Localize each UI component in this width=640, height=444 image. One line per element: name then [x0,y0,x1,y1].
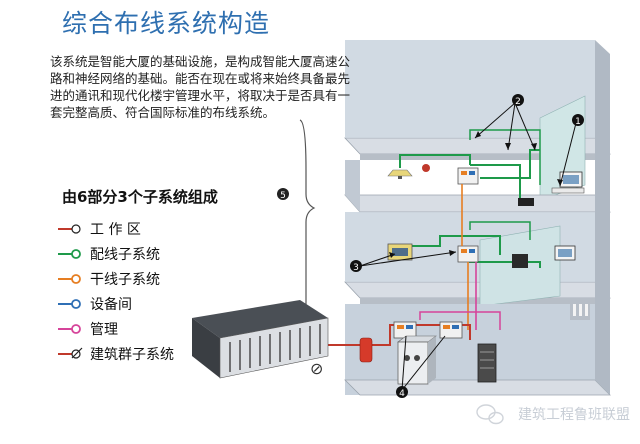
wechat-icon [477,405,503,424]
callout-3-label: 3 [353,263,359,273]
legend-item-administration: 管理 [84,318,118,340]
ceiling-lamp [388,170,412,179]
phone-top [518,198,534,206]
campus-entry-cylinder [360,338,372,362]
patch-panel-top [458,168,478,184]
red-sensor [422,164,430,172]
ground-connector-icon: ⊘ [310,359,323,378]
legend-item-equipment-room: 设备间 [84,293,132,315]
patch-panel-middle [458,246,478,262]
callout-5-label: 5 [280,191,286,201]
floor-slab-upper [345,195,610,212]
legend-label: 管理 [90,319,118,339]
legend-item-work-area: 工 作 区 [84,218,141,240]
floor-slab-middle [345,282,610,298]
legend-item-horizontal: 配线子系统 [84,243,160,265]
legend-item-campus: 建筑群子系统 [84,343,174,365]
legend-label: 工 作 区 [90,219,141,239]
callout-1-label: 1 [575,117,581,127]
campus-building [192,300,328,378]
floor-slab-ground [345,380,610,395]
server-cabinet [398,336,436,384]
intro-paragraph: 该系统是智能大厦的基础设施，是构成智能大厦高速公路和神经网络的基础。能否在现在或… [50,53,350,121]
legend-label: 干线子系统 [90,269,160,289]
equipment-box-middle [388,244,412,260]
legend-label: 设备间 [90,294,132,314]
equipment-rack [478,344,496,382]
watermark: 建筑工程鲁班联盟 [518,404,630,424]
page-title: 综合布线系统构造 [62,4,270,40]
legend-label: 建筑群子系统 [90,344,174,364]
legend-item-backbone: 干线子系统 [84,268,160,290]
legend-label: 配线子系统 [90,244,160,264]
legend-markers [58,225,82,358]
callout-4-label: 4 [399,389,405,399]
callout-2-label: 2 [515,97,521,107]
subsystem-heading: 由6部分3个子系统组成 [62,186,218,207]
external-building-icon [570,300,590,320]
